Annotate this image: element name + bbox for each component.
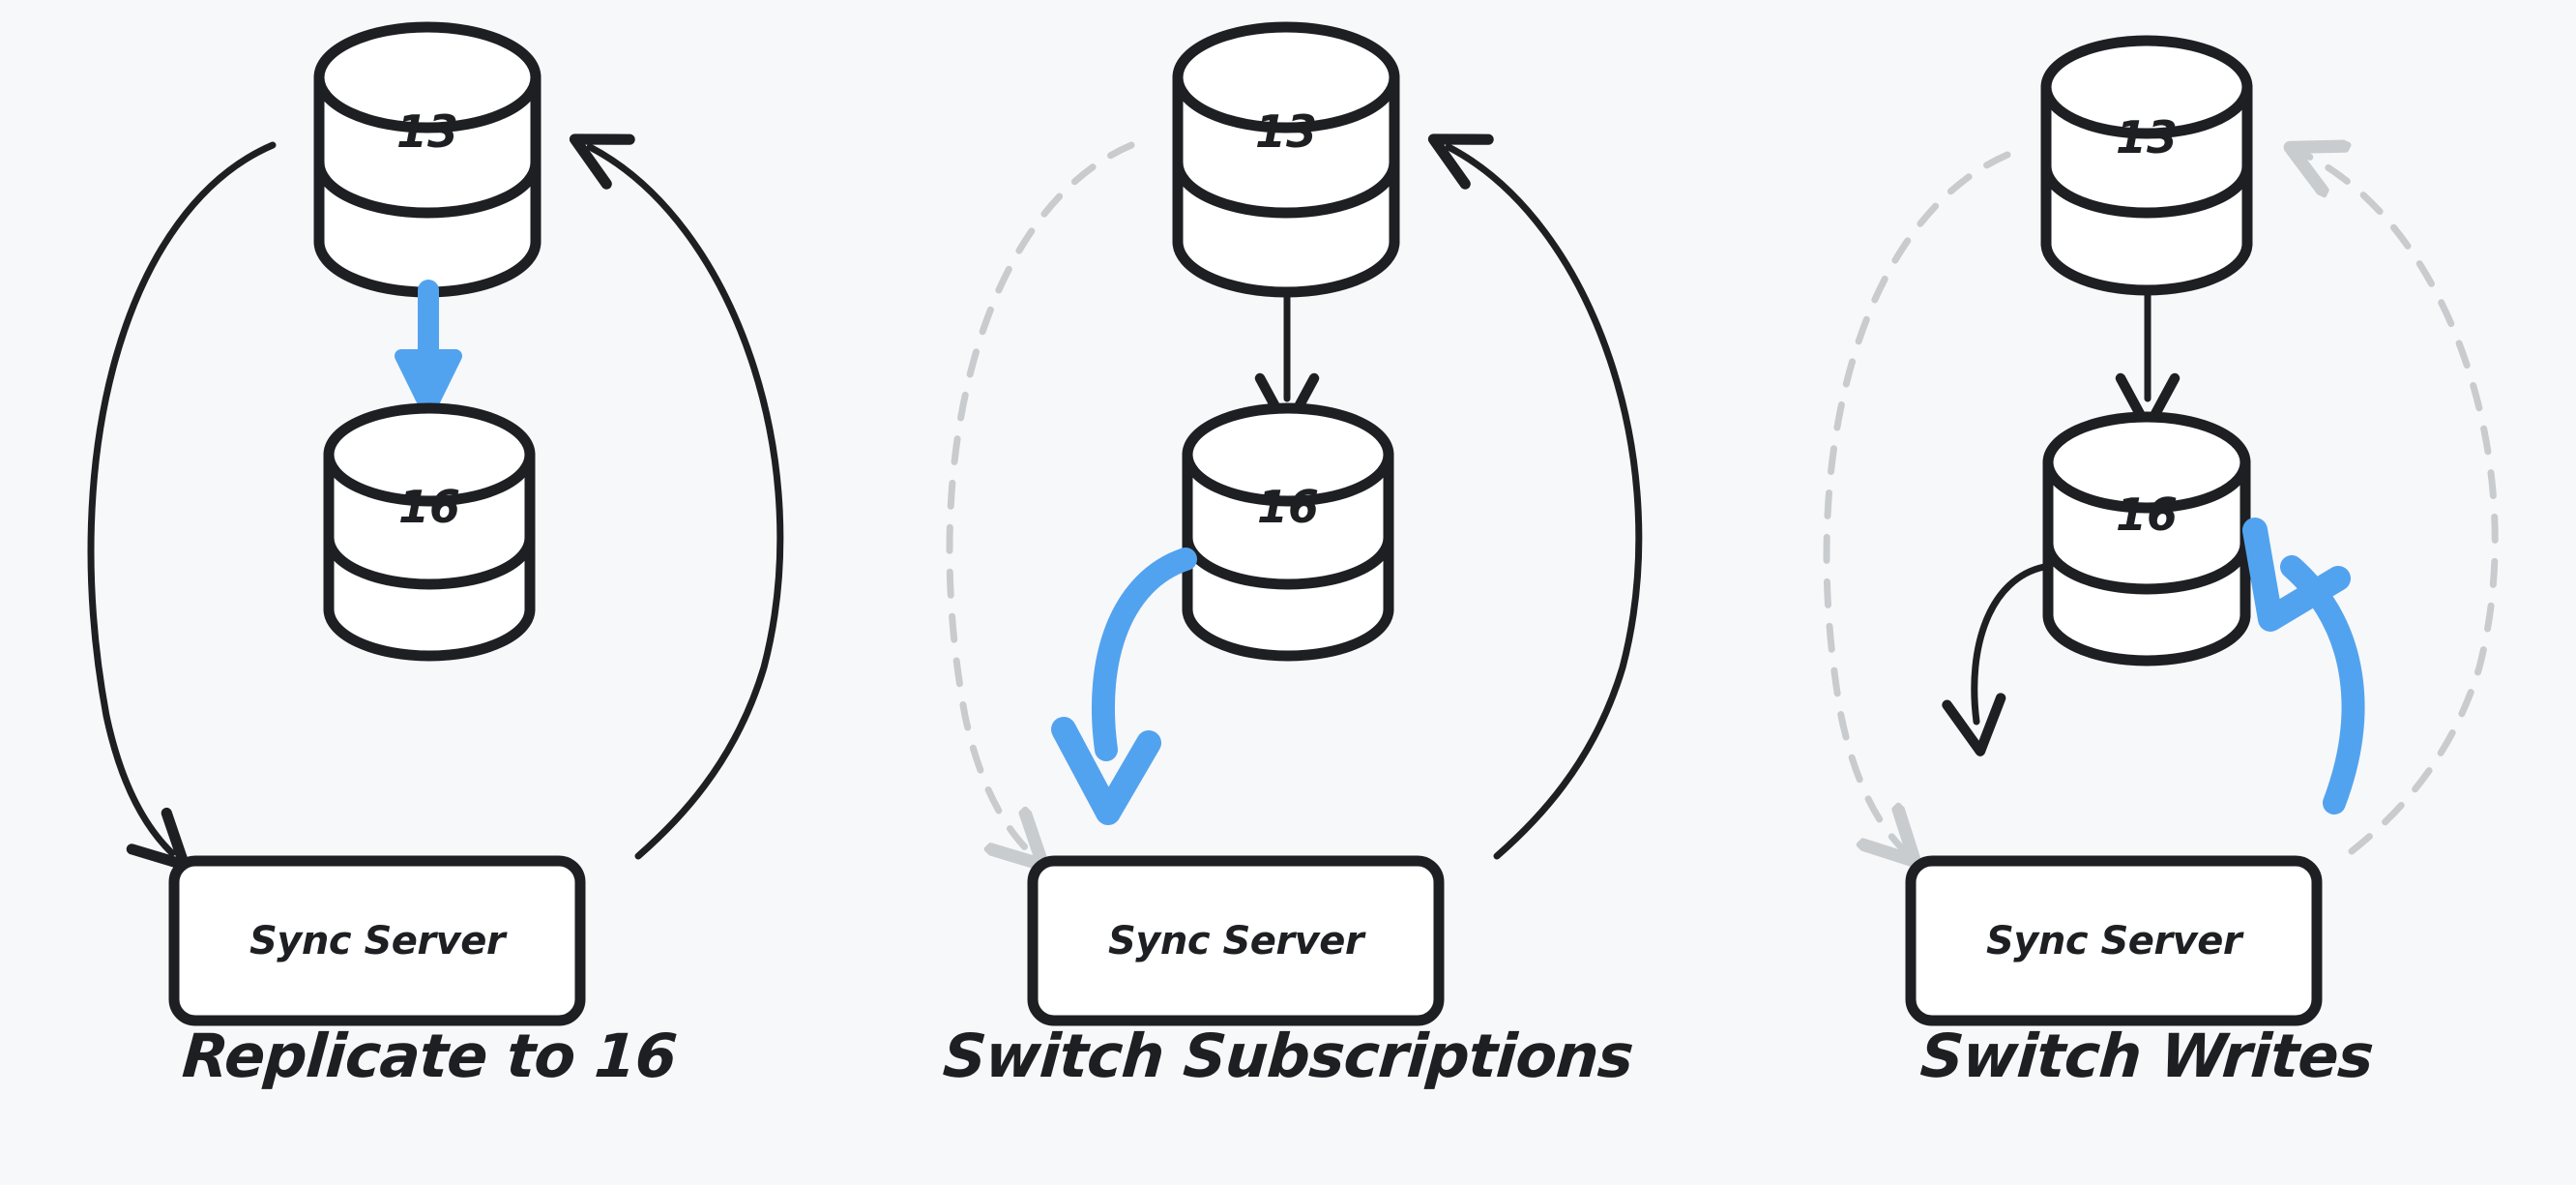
edge-old-13-to-server-left-arc <box>1823 151 2011 849</box>
db-13-label: 13 <box>2116 111 2178 163</box>
db-16-label: 16 <box>398 481 460 533</box>
edge-old-server-to-13-right-arc <box>2305 155 2499 855</box>
panel-replicate: 13 16 Sync Server Rep <box>0 0 859 1185</box>
panel-switch-writes-graphics: 13 16 S <box>1823 35 2499 1026</box>
db-16-label: 16 <box>1257 481 1319 533</box>
edge-server-to-13-right-arc <box>569 133 784 860</box>
db-cylinder-13: 13 <box>1172 21 1400 298</box>
sync-server-label: Sync Server <box>1986 919 2244 963</box>
sync-server-label: Sync Server <box>249 919 508 963</box>
sync-server-label: Sync Server <box>1108 919 1366 963</box>
sync-server-node: Sync Server <box>168 855 586 1026</box>
db-13-label: 13 <box>1255 105 1317 158</box>
db-cylinder-16: 16 <box>2042 411 2251 667</box>
panel-switch-subscriptions-graphics: 13 16 Sync Server <box>946 21 1643 1026</box>
db-cylinder-13: 13 <box>313 21 542 298</box>
edge-replicate-13-to-16 <box>395 280 462 418</box>
panel-caption-switch-writes: Switch Writes <box>1917 1021 2376 1091</box>
db-13-label: 13 <box>396 105 458 158</box>
db-16-label: 16 <box>2116 489 2178 541</box>
panel-switch-subscriptions: 13 16 Sync Server <box>859 0 1717 1185</box>
panel-replicate-graphics: 13 16 Sync Server <box>87 21 784 1026</box>
db-cylinder-13: 13 <box>2040 35 2253 296</box>
edge-server-to-13-left-arc <box>87 141 277 871</box>
sync-server-node: Sync Server <box>1905 855 2323 1026</box>
edge-new-16-to-server <box>1051 548 1197 825</box>
edge-new-server-to-16 <box>2242 518 2365 815</box>
edge-sub-16-to-server <box>1942 563 2048 756</box>
sync-server-node: Sync Server <box>1027 855 1445 1026</box>
panel-switch-writes: 13 16 S <box>1717 0 2576 1185</box>
edge-server-to-13-right-arc <box>1427 133 1643 860</box>
edge-old-13-to-server-left-arc <box>946 141 1135 853</box>
panel-caption-replicate: Replicate to 16 <box>180 1021 679 1091</box>
db-cylinder-16: 16 <box>323 402 536 662</box>
db-cylinder-16: 16 <box>1182 402 1394 662</box>
panel-caption-switch-subscriptions: Switch Subscriptions <box>941 1021 1635 1091</box>
